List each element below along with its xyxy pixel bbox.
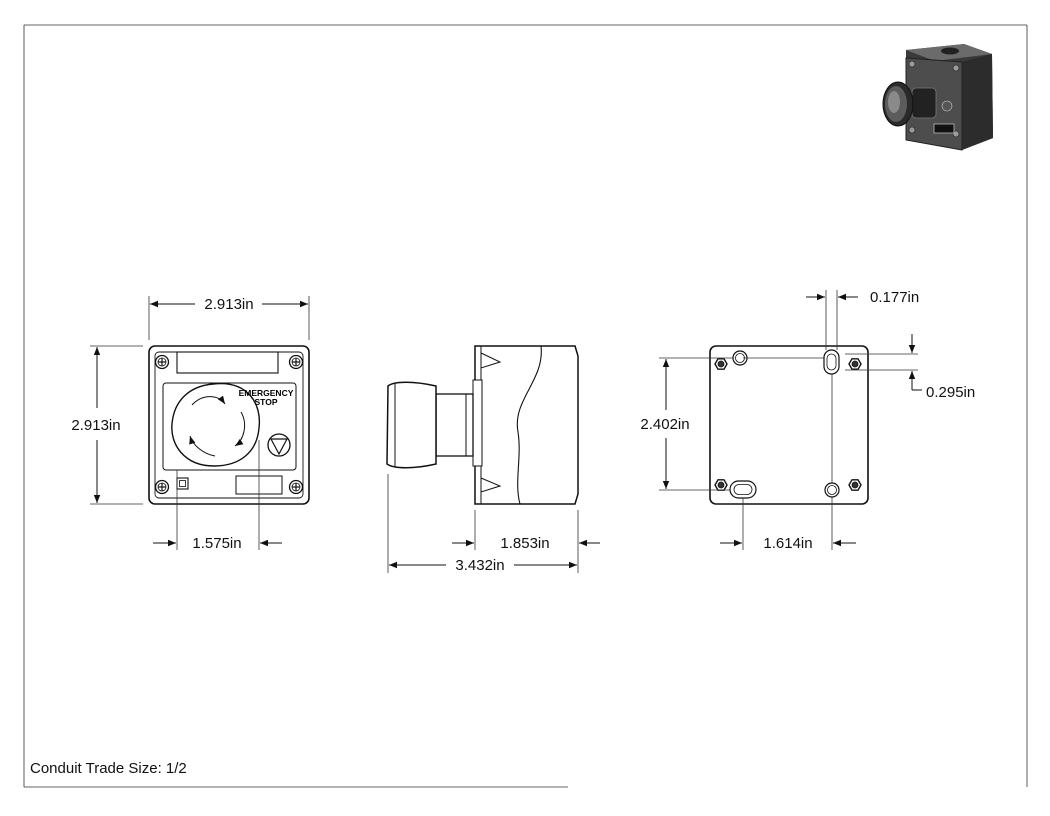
screw-icon	[154, 354, 170, 370]
product-render	[882, 44, 993, 151]
emergency-stop-button-front	[171, 382, 261, 467]
emergency-stop-button-side	[386, 381, 437, 469]
hex-nut-icon	[714, 358, 728, 370]
dim-hole-offset-y: 0.295in	[926, 384, 975, 401]
screw-icon	[154, 479, 170, 495]
dim-mount-width: 1.614in	[763, 535, 812, 552]
back-dimensions: 0.177in 0.295in 2.402in 1.614in	[640, 289, 975, 552]
label-line2: STOP	[255, 397, 278, 407]
dim-mount-height: 2.402in	[640, 416, 689, 433]
label-line1: EMERGENCY	[239, 388, 294, 398]
stop-triangle-icon	[267, 433, 291, 457]
conduit-note: Conduit Trade Size: 1/2	[30, 760, 187, 777]
back-view	[709, 345, 869, 505]
dim-front-height: 2.913in	[71, 417, 120, 434]
hex-nut-icon	[714, 479, 728, 491]
screw-icon	[288, 354, 304, 370]
side-view	[386, 345, 579, 505]
front-dimensions: 2.913in 2.913in 1.575in	[71, 296, 310, 552]
dim-side-body-depth: 1.853in	[500, 535, 549, 552]
screw-icon	[288, 479, 304, 495]
rotate-arrow-icon	[189, 395, 246, 457]
dim-side-overall-depth: 3.432in	[455, 557, 504, 574]
dim-front-width: 2.913in	[204, 296, 253, 313]
hex-nut-icon	[848, 479, 862, 491]
hex-nut-icon	[848, 358, 862, 370]
dim-hole-offset-x: 0.177in	[870, 289, 919, 306]
side-dimensions: 1.853in 3.432in	[387, 474, 600, 574]
sheet-border	[23, 24, 1028, 788]
dim-button-spacing: 1.575in	[192, 535, 241, 552]
front-view: EMERGENCY STOP	[148, 345, 310, 505]
